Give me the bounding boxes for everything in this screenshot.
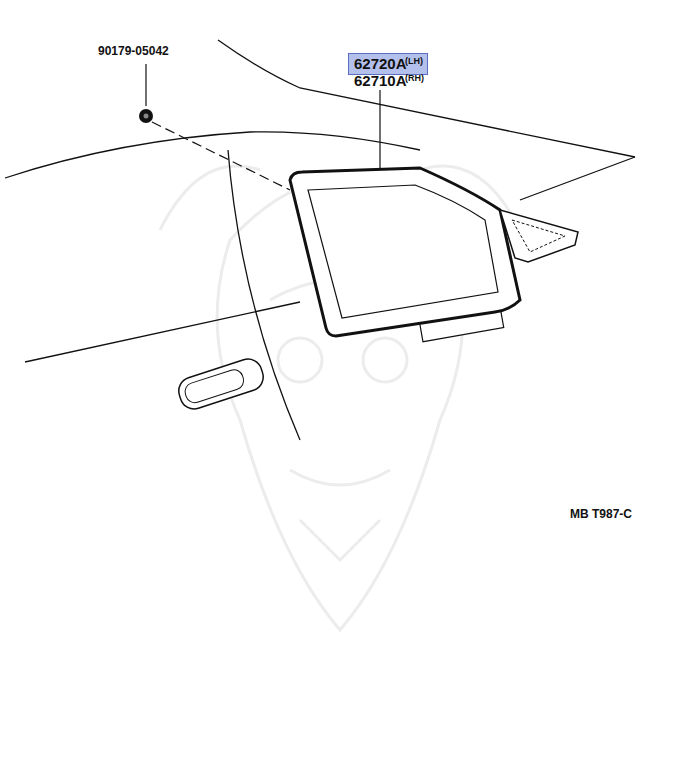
leader-line [145, 64, 146, 106]
watermark [160, 166, 520, 630]
diagram-code: MB T987-C [570, 508, 632, 520]
quarter-window-glass [290, 168, 578, 342]
part-number: 90179-05042 [98, 45, 169, 57]
side-note: (RH) [405, 74, 424, 83]
part-number: 62720A [354, 56, 407, 71]
body-lines [5, 40, 635, 440]
side-note: (LH) [405, 57, 423, 66]
door-handle [175, 355, 267, 412]
leader-line [379, 90, 380, 170]
part-number: 62710A [354, 73, 407, 88]
dashed-guide [152, 122, 290, 190]
clip [139, 109, 153, 123]
